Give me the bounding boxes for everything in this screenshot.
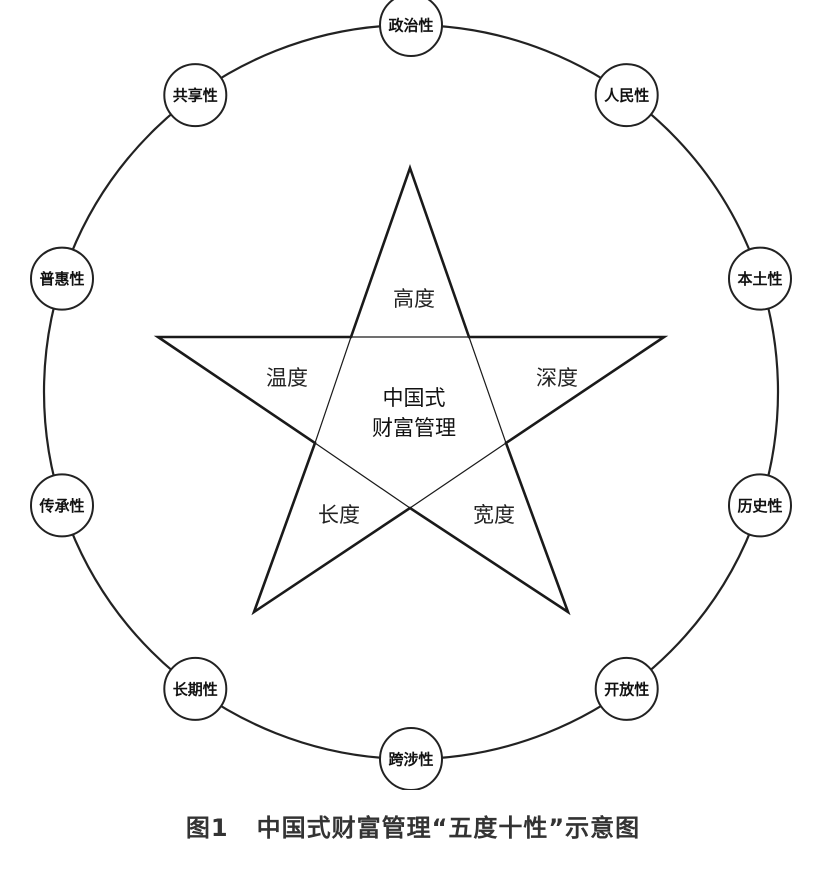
- attribute-node-circle: [30, 473, 94, 538]
- attribute-node-label: 普惠性: [39, 270, 84, 288]
- attribute-node: 共享性: [163, 63, 228, 128]
- figure-caption: 图1 中国式财富管理“五度十性”示意图: [0, 808, 826, 843]
- attribute-node: 跨涉性: [379, 727, 443, 790]
- center-title-line-1: 中国式: [383, 386, 446, 410]
- attribute-node-circle: [163, 63, 228, 128]
- dimension-top-label: 高度: [393, 287, 435, 311]
- attribute-node-circle: [728, 473, 792, 538]
- attribute-node-circle: [728, 246, 792, 311]
- dimension-bottom-left-label: 长度: [318, 503, 360, 527]
- attribute-node-circle: [379, 727, 443, 790]
- dimension-left-label: 温度: [266, 366, 308, 390]
- attribute-node: 本土性: [728, 246, 792, 311]
- attribute-node-circle: [594, 63, 659, 128]
- attribute-node: 历史性: [728, 473, 792, 538]
- attribute-node-label: 长期性: [173, 680, 218, 698]
- attribute-node-label: 历史性: [737, 497, 782, 515]
- caption-gap: [229, 814, 257, 842]
- five-degrees-ten-attributes-diagram: 高度 温度 深度 长度 宽度 中国式 财富管理 政治性人民性本土性历史性开放性跨…: [30, 0, 792, 790]
- attribute-node-circle: [163, 656, 228, 721]
- figure-title: 中国式财富管理“五度十性”示意图: [256, 814, 641, 842]
- attribute-node: 传承性: [30, 473, 94, 538]
- attribute-node-label: 政治性: [388, 17, 433, 35]
- attribute-node: 人民性: [594, 63, 659, 128]
- attribute-node-label: 人民性: [604, 87, 649, 105]
- dimension-bottom-right-label: 宽度: [473, 503, 515, 527]
- attribute-node: 长期性: [163, 656, 228, 721]
- attribute-node-circle: [379, 0, 443, 57]
- attribute-node-label: 本土性: [737, 270, 782, 288]
- attribute-node-label: 共享性: [173, 87, 218, 105]
- center-title-line-2: 财富管理: [372, 416, 456, 440]
- attribute-node-label: 开放性: [604, 680, 649, 698]
- attribute-node: 政治性: [379, 0, 443, 57]
- attribute-node: 普惠性: [30, 246, 94, 311]
- attribute-node-circle: [594, 656, 659, 721]
- attribute-node-label: 传承性: [38, 497, 84, 515]
- attribute-node-label: 跨涉性: [388, 751, 433, 769]
- dimension-right-label: 深度: [536, 366, 578, 390]
- attribute-node-circle: [30, 246, 94, 311]
- attribute-node: 开放性: [594, 656, 659, 721]
- inner-pentagon: [314, 336, 507, 509]
- figure-number: 图1: [185, 814, 229, 842]
